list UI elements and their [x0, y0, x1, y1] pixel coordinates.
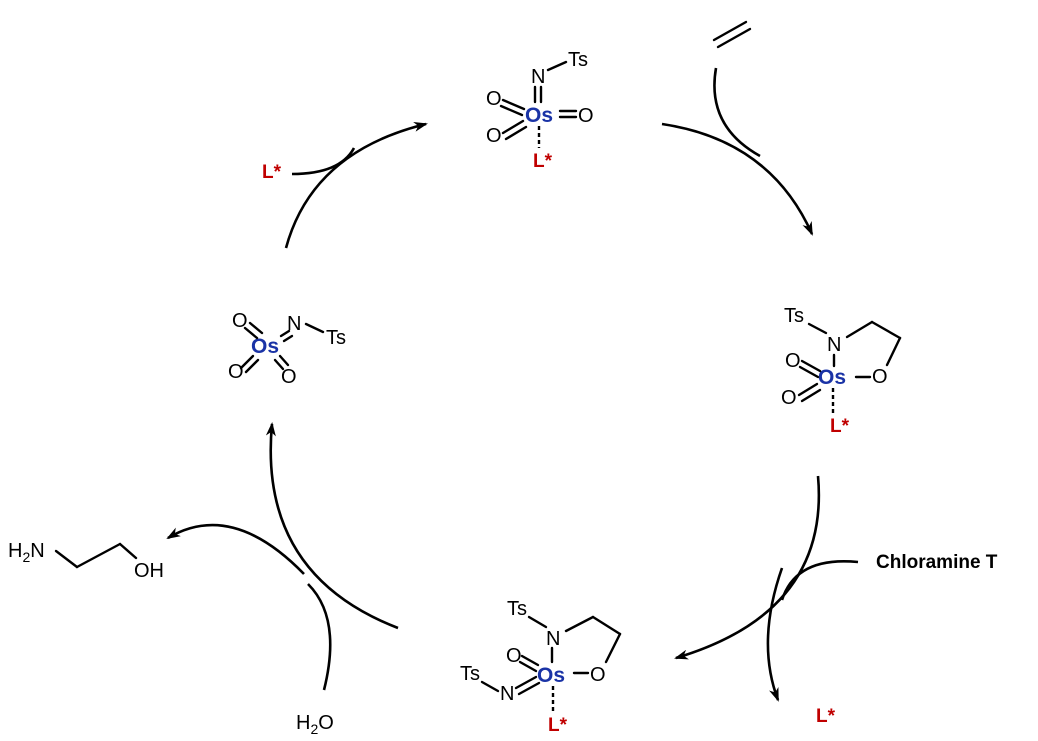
arrow-top-right: [661, 122, 814, 236]
arrow-left-top: [284, 122, 428, 249]
osmium-atom: Os: [537, 664, 565, 687]
chloramine-t-label: Chloramine T: [876, 552, 998, 573]
ts-group: Ts: [784, 305, 804, 327]
ts-group: Ts: [507, 598, 527, 620]
water-label: H2O: [296, 712, 334, 737]
oxo-atom: O: [486, 125, 502, 147]
ethylene-molecule: [712, 20, 752, 49]
ligand-in-label: L*: [262, 162, 282, 183]
n-atom: N: [531, 66, 545, 88]
arrow-right: [674, 475, 821, 660]
ligand-in-arrow: [291, 147, 356, 176]
n-atom: N: [546, 628, 560, 650]
aminoalcohol-product: H2N OH: [8, 540, 164, 582]
ts-group: Ts: [326, 327, 346, 349]
oxo-atom: O: [781, 387, 797, 409]
ligand-label: L*: [548, 715, 568, 736]
arrow-bottom-left: [265, 422, 399, 630]
ts-group: Ts: [460, 663, 480, 685]
ligand-out-arrow: [766, 567, 784, 702]
n-atom: N: [287, 313, 301, 335]
oxo-atom: O: [506, 645, 522, 667]
aminoalcohol-out-arrow: [166, 523, 305, 575]
osmium-azaglycolate-ligand-complex: Ts N O O Os O L*: [781, 305, 902, 437]
side-arrows: [166, 67, 859, 702]
ligand-label: L*: [533, 151, 553, 172]
oxo-atom: O: [228, 361, 244, 383]
reagent-labels: L* Chloramine T L* H2O: [262, 162, 998, 737]
osmium-atom: Os: [251, 335, 279, 358]
osmium-atom: Os: [818, 366, 846, 389]
oxo-atom: O: [785, 350, 801, 372]
chloramine-in-arrow: [780, 560, 859, 601]
ligand-label: L*: [830, 416, 850, 437]
oxo-atom: O: [578, 105, 594, 127]
osmium-trioxo-imido-complex: O N Ts Os O O: [228, 310, 346, 388]
cycle-arrows: [265, 122, 821, 660]
ring-oxygen-atom: O: [872, 366, 888, 388]
ring-oxygen-atom: O: [590, 664, 606, 686]
product-oh-label: OH: [134, 560, 164, 582]
oxo-atom: O: [281, 366, 297, 388]
osmium-atom: Os: [525, 104, 553, 127]
n-atom: N: [500, 683, 514, 705]
n-atom: N: [827, 334, 841, 356]
ligand-out-label: L*: [816, 706, 836, 727]
oxo-atom: O: [486, 88, 502, 110]
ethylene-in-arrow: [713, 67, 761, 158]
osmium-imido-ligand-complex: N Ts Os O O O L*: [486, 49, 594, 172]
oxo-atom: O: [232, 310, 248, 332]
osmium-imido-azaglycolate-complex: Ts N O Os O Ts N L*: [460, 598, 622, 736]
water-in-arrow: [307, 583, 332, 691]
product-nh2-label: H2N: [8, 540, 45, 565]
ts-group: Ts: [568, 49, 588, 71]
